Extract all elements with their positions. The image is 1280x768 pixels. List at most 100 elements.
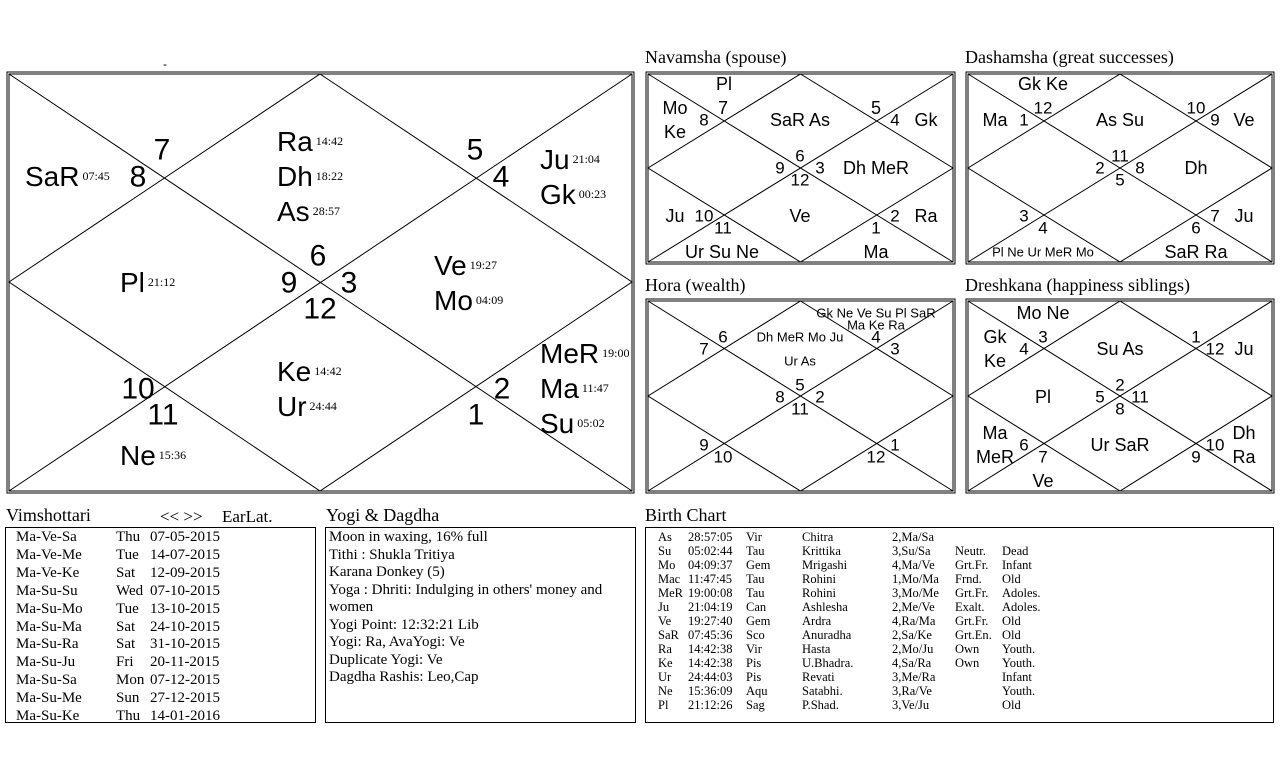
house-number: 9 (281, 267, 298, 300)
navamsha-label: 9 (775, 159, 784, 178)
dasha-cell: 20-11-2015 (150, 654, 220, 671)
dasha-cell: Wed (116, 582, 144, 599)
dreshkana-label: 10 (1206, 436, 1225, 455)
navamsha-label: 11 (714, 219, 732, 238)
earlat-button[interactable]: EarLat. (222, 507, 273, 526)
birth-chart-cell: Ashlesha (802, 600, 848, 614)
dashamsha-label: 5 (1115, 171, 1124, 190)
dreshkana-label: Pl (1035, 387, 1051, 407)
birth-chart-cell: Mac (658, 572, 681, 586)
dasha-cell: Sat (116, 636, 136, 653)
birth-chart-cell: Youth. (1002, 656, 1036, 670)
yogi-line: Duplicate Yogi: Ve (329, 651, 443, 668)
birth-chart-cell: 3,Me/Ra (892, 670, 936, 684)
birth-chart-cell: 19:00:08 (688, 586, 733, 600)
birth-chart-cell: 14:42:38 (688, 656, 733, 670)
dreshkana-label: 4 (1019, 340, 1028, 359)
dasha-nav-button[interactable]: << >> (160, 507, 203, 526)
birth-chart-cell: 07:45:36 (688, 628, 733, 642)
birth-chart-cell: Ardra (802, 614, 832, 628)
birth-chart-cell: Vir (746, 642, 762, 656)
dreshkana-label: Ur SaR (1090, 435, 1149, 455)
house-number: 5 (467, 134, 484, 167)
birth-chart-cell: 04:09:37 (688, 558, 733, 572)
birth-chart-cell: Ve (658, 614, 672, 628)
birth-chart-cell: 19:27:40 (688, 614, 733, 628)
birth-chart-cell: Satabhi. (802, 684, 843, 698)
hora-label: 11 (791, 400, 809, 419)
hora-label: 12 (867, 448, 886, 467)
navamsha-label: Ma (863, 242, 889, 262)
birth-chart-title: Birth Chart (645, 505, 727, 525)
birth-chart-cell: 15:36:09 (688, 684, 733, 698)
birth-chart-cell: Grt.Fr. (955, 586, 989, 600)
house-number: 3 (341, 267, 358, 300)
dashamsha-label: Gk Ke (1018, 74, 1068, 94)
dasha-cell: Ma-Ve-Me (16, 546, 82, 563)
tick-mark: - (163, 57, 167, 71)
birth-chart-cell: Grt.En. (955, 628, 992, 642)
yogi-line: Karana Donkey (5) (329, 564, 445, 580)
birth-chart-cell: Ke (658, 656, 673, 670)
birth-chart-cell: Su (658, 544, 672, 558)
dasha-cell: Fri (116, 654, 134, 671)
birth-chart-cell: Old (1002, 614, 1021, 628)
dashamsha-label: 3 (1019, 207, 1028, 226)
house-number: 4 (493, 161, 510, 194)
dreshkana-title: Dreshkana (happiness siblings) (965, 275, 1190, 295)
dashamsha-label: 9 (1210, 111, 1219, 130)
dreshkana-label: 9 (1191, 448, 1200, 467)
birth-chart-cell: Can (746, 600, 767, 614)
yogi-line: Tithi : Shukla Tritiya (329, 546, 455, 563)
dashamsha-label: 10 (1187, 99, 1206, 118)
birth-chart-cell: Youth. (1002, 642, 1036, 656)
hora-label: Dh MeR Mo Ju (757, 330, 844, 345)
dasha-cell: Tue (116, 546, 139, 563)
dreshkana-label: Ma (982, 423, 1008, 443)
navamsha-label: 8 (699, 111, 708, 130)
dreshkana-label: 2 (1115, 376, 1124, 395)
birth-chart-cell: 21:04:19 (688, 600, 733, 614)
navamsha-label: Ur Su Ne (685, 242, 759, 262)
birth-chart-cell: Rohini (802, 572, 837, 586)
birth-chart-cell: Vir (746, 530, 762, 544)
yogi-line: Dagdha Rashis: Leo,Cap (329, 669, 479, 685)
birth-chart-cell: Neutr. (955, 544, 986, 558)
dashamsha-label: SaR Ra (1164, 242, 1228, 262)
navamsha-label: Ke (664, 122, 686, 142)
birth-chart-cell: 3,Ra/Ve (892, 684, 932, 698)
dashamsha-label: 12 (1034, 99, 1053, 118)
birth-chart-cell: 2,Ma/Sa (892, 530, 935, 544)
birth-chart-cell: Sco (746, 628, 765, 642)
navamsha-label: SaR As (770, 110, 830, 130)
dasha-cell: Ma-Ve-Ke (16, 564, 80, 581)
dasha-cell: Mon (116, 672, 145, 689)
dasha-cell: Thu (116, 708, 141, 724)
yogi-title: Yogi & Dagdha (326, 505, 440, 525)
navamsha-label: 3 (815, 159, 824, 178)
dreshkana-label: 12 (1206, 340, 1225, 359)
birth-chart-cell: Krittika (802, 544, 841, 558)
birth-chart-cell: Gem (746, 558, 771, 572)
house-number: 12 (303, 293, 336, 326)
house-number: 8 (130, 161, 147, 194)
dasha-cell: Sat (116, 564, 136, 581)
birth-chart-cell: Ur (658, 670, 672, 684)
dasha-cell: 14-01-2016 (150, 708, 220, 724)
dreshkana-label: 5 (1095, 388, 1104, 407)
dasha-cell: Tue (116, 600, 139, 617)
birth-chart-cell: 4,Ra/Ma (892, 614, 936, 628)
birth-chart-cell: Mrigashi (802, 558, 848, 572)
yogi-line: Yogi: Ra, AvaYogi: Ve (329, 634, 465, 650)
birth-chart-cell: Own (955, 642, 980, 656)
birth-chart-cell: Pl (658, 698, 669, 712)
